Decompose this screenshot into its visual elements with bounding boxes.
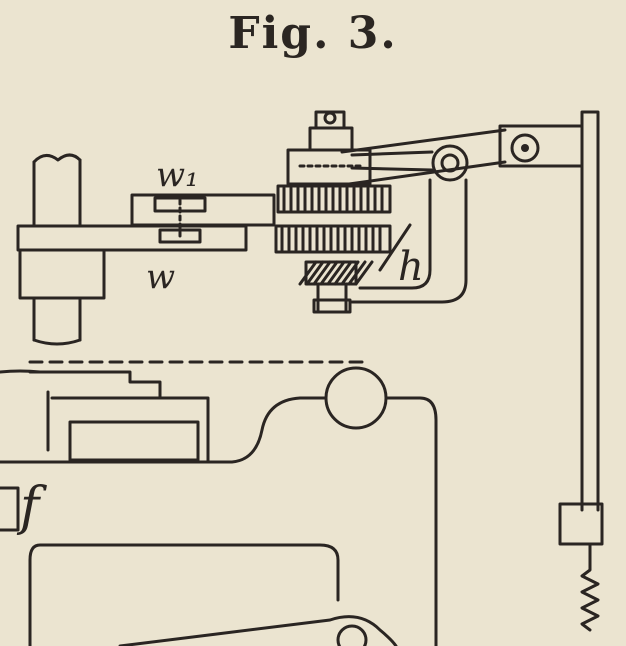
- label-lever: h: [398, 244, 424, 290]
- hub-hatch-line: [347, 260, 367, 286]
- right-bracket: [498, 110, 604, 632]
- hub-hatch-line: [333, 260, 353, 286]
- hub-hatch-line: [319, 260, 339, 286]
- gear-stack: [274, 110, 392, 314]
- hub-hatch-line: [354, 260, 374, 286]
- machine-frame: [0, 366, 438, 646]
- hub-hatch-line: [312, 260, 332, 286]
- label-frame: f: [16, 477, 47, 537]
- hub-hatch-line: [340, 260, 360, 286]
- hub-hatch-line: [298, 260, 318, 286]
- label-upper-gear: w₁: [156, 155, 199, 195]
- label-lower-gear: w: [146, 257, 175, 297]
- hub-hatch-line: [326, 260, 346, 286]
- lever-link: [340, 128, 507, 304]
- figure-title: Fig. 3.: [228, 8, 398, 59]
- vertical-shaft: [18, 153, 106, 346]
- hub-hatch-line: [305, 260, 325, 286]
- horizontal-arm: [16, 193, 276, 252]
